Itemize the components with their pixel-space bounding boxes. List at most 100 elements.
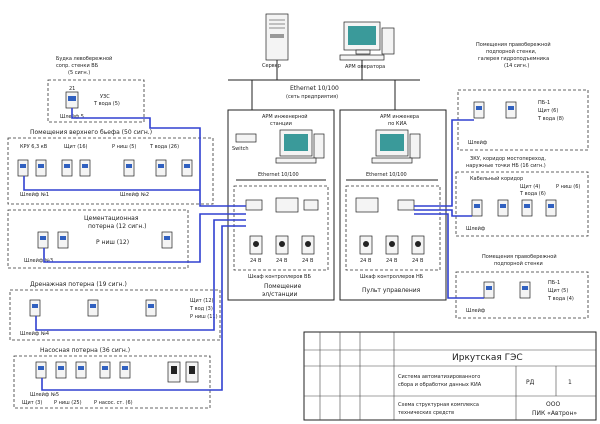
eng-power-units bbox=[249, 235, 315, 255]
sensor-module-icon bbox=[65, 91, 79, 109]
drain-box bbox=[9, 289, 221, 341]
cement-text: Р ниш (12) bbox=[96, 239, 129, 246]
drain-line-2: Т вод (3) bbox=[189, 306, 213, 312]
right-top-cable: Шлейф bbox=[468, 139, 487, 146]
eng-station-box bbox=[227, 109, 335, 301]
right-bot-line-1: Щит (5) bbox=[548, 288, 568, 294]
ctrl-unit-2: 24 В bbox=[386, 258, 398, 264]
pump-line-3: Р насос. ст. (6) bbox=[94, 400, 133, 406]
right-mid-line-1: Щит (4) bbox=[520, 184, 540, 190]
upper-pool-cable-2: Шлейф №2 bbox=[120, 191, 149, 198]
ctrl-ethernet-label: Ethernet 10/100 bbox=[366, 172, 407, 178]
eng-apm-label-2: станции bbox=[270, 121, 292, 127]
upper-pool-title: Помещения верхнего бьефа (50 сигн.) bbox=[30, 129, 152, 136]
eng-switch-label: Switch bbox=[232, 146, 249, 152]
ethernet-main-sub: (сеть предприятия) bbox=[286, 94, 338, 100]
eng-apm-label-1: АРМ инженерной bbox=[262, 113, 308, 120]
right-mid-title-2: наружные точки НБ (16 сигн.) bbox=[466, 163, 546, 169]
upper-pool-group-1: КРУ 6,3 кВ bbox=[20, 144, 48, 150]
right-top-modules bbox=[473, 101, 517, 119]
eng-workstation-icon bbox=[275, 129, 325, 164]
eng-unit-1: 24 В bbox=[250, 258, 262, 264]
upper-pool-group-2: Щит (16) bbox=[64, 144, 88, 150]
control-room-box bbox=[339, 109, 447, 301]
left-top-title-2: сопр. стенки ВБ bbox=[56, 63, 99, 69]
right-mid-modules bbox=[471, 199, 557, 217]
right-bot-node: ПБ-1 bbox=[548, 280, 560, 286]
right-top-title-1: Помещения правобережной bbox=[476, 41, 551, 48]
eng-converter-icon bbox=[245, 197, 319, 213]
eng-unit-3: 24 В bbox=[302, 258, 314, 264]
eng-cabinet-label: Шкаф контроллеров ВБ bbox=[248, 274, 311, 280]
ctrl-workstation-icon bbox=[371, 129, 421, 164]
cement-cable: Шлейф №3 bbox=[24, 257, 53, 264]
ctrl-cabinet-box bbox=[345, 185, 441, 271]
eng-room-2: эл/станции bbox=[262, 291, 298, 298]
title-sheet: 1 bbox=[568, 379, 572, 386]
right-top-line-1: Щит (6) bbox=[538, 108, 558, 114]
ethernet-main-label: Ethernet 10/100 bbox=[290, 85, 339, 92]
right-mid-line-3: Р ниш (6) bbox=[556, 184, 580, 190]
right-bot-box bbox=[455, 271, 589, 319]
right-top-title-3: галерея гидроподъемника bbox=[478, 56, 549, 62]
left-top-box bbox=[47, 79, 145, 123]
drain-line-3: Р ниш (11) bbox=[190, 314, 218, 320]
right-top-title-2: подпорной стенки, bbox=[486, 48, 537, 55]
right-mid-box bbox=[455, 171, 589, 237]
drain-line-1: Щит (12) bbox=[190, 298, 214, 304]
right-mid-cable: Шлейф bbox=[466, 225, 485, 232]
cement-box bbox=[7, 209, 189, 269]
server-icon bbox=[265, 13, 289, 61]
drain-cable: Шлейф №4 bbox=[20, 330, 49, 337]
drain-title: Дренажная потерна (19 сигн.) bbox=[30, 281, 127, 288]
pump-box bbox=[13, 355, 211, 409]
ctrl-cabinet-label: Шкаф контроллеров НБ bbox=[360, 274, 424, 280]
upper-pool-group-3: Р ниш (5) bbox=[112, 144, 136, 150]
upper-pool-group-4: Т вода (26) bbox=[149, 144, 179, 150]
left-top-dev-text-2: Т вода (5) bbox=[93, 101, 120, 107]
right-mid-line-2: Т вода (6) bbox=[519, 191, 546, 197]
right-bot-title-1: Помещения правобережной bbox=[482, 253, 557, 260]
right-bot-title-2: подпорной стенки bbox=[494, 260, 543, 267]
eng-ethernet-label: Ethernet 10/100 bbox=[258, 172, 299, 178]
title-company-2: ПИК «Автрон» bbox=[532, 410, 577, 417]
eng-cabinet-box bbox=[233, 185, 329, 271]
right-bot-line-2: Т вода (4) bbox=[547, 296, 574, 302]
ctrl-room-label: Пульт управления bbox=[362, 287, 421, 294]
ctrl-apm-label-2: по КИА bbox=[388, 121, 407, 127]
upper-pool-modules bbox=[17, 159, 193, 177]
right-top-line-2: Т вода (8) bbox=[537, 116, 564, 122]
interface-cables bbox=[23, 108, 484, 391]
right-top-title-4: (14 сигн.) bbox=[504, 63, 529, 69]
pump-line-1: Щит (3) bbox=[22, 400, 42, 406]
right-mid-sub: Кабельный коридор bbox=[470, 175, 523, 182]
upper-pool-cable-1: Шлейф №1 bbox=[20, 191, 49, 198]
title-system-1: Система автоматизированного bbox=[398, 374, 480, 380]
ctrl-converter-icon bbox=[355, 197, 415, 213]
left-top-title-1: Будка левобережной bbox=[56, 55, 112, 62]
left-top-title-3: (5 сигн.) bbox=[68, 70, 90, 76]
eng-unit-2: 24 В bbox=[276, 258, 288, 264]
operator-workstation-label: АРМ оператора bbox=[345, 64, 385, 70]
eng-room-1: Помещение bbox=[264, 283, 302, 290]
left-top-dev-num: 21 bbox=[69, 86, 75, 92]
cement-modules bbox=[37, 231, 173, 249]
ctrl-unit-1: 24 В bbox=[360, 258, 372, 264]
ctrl-unit-3: 24 В bbox=[412, 258, 424, 264]
right-bot-cable: Шлейф bbox=[466, 307, 485, 314]
title-company-1: ООО bbox=[546, 401, 560, 408]
title-stage: РД bbox=[526, 379, 535, 386]
switch-icon bbox=[235, 133, 257, 143]
title-org: Иркутская ГЭС bbox=[452, 353, 523, 363]
cement-title-2: потерна (12 сигн.) bbox=[88, 223, 147, 230]
upper-pool-box bbox=[7, 137, 214, 205]
title-scheme-2: технических средств bbox=[398, 410, 454, 416]
pump-cable: Шлейф №5 bbox=[30, 391, 59, 398]
right-top-node: ПБ-1 bbox=[538, 100, 550, 106]
title-system-2: сбора и обработки данных КИА bbox=[398, 382, 482, 388]
pump-line-2: Р ниш (25) bbox=[54, 400, 82, 406]
operator-workstation-icon bbox=[339, 21, 395, 61]
right-mid-title-1: ЗКУ, коридор мостопереход, bbox=[470, 156, 546, 162]
ctrl-power-units bbox=[359, 235, 425, 255]
ctrl-apm-label-1: АРМ инженера bbox=[380, 114, 419, 120]
